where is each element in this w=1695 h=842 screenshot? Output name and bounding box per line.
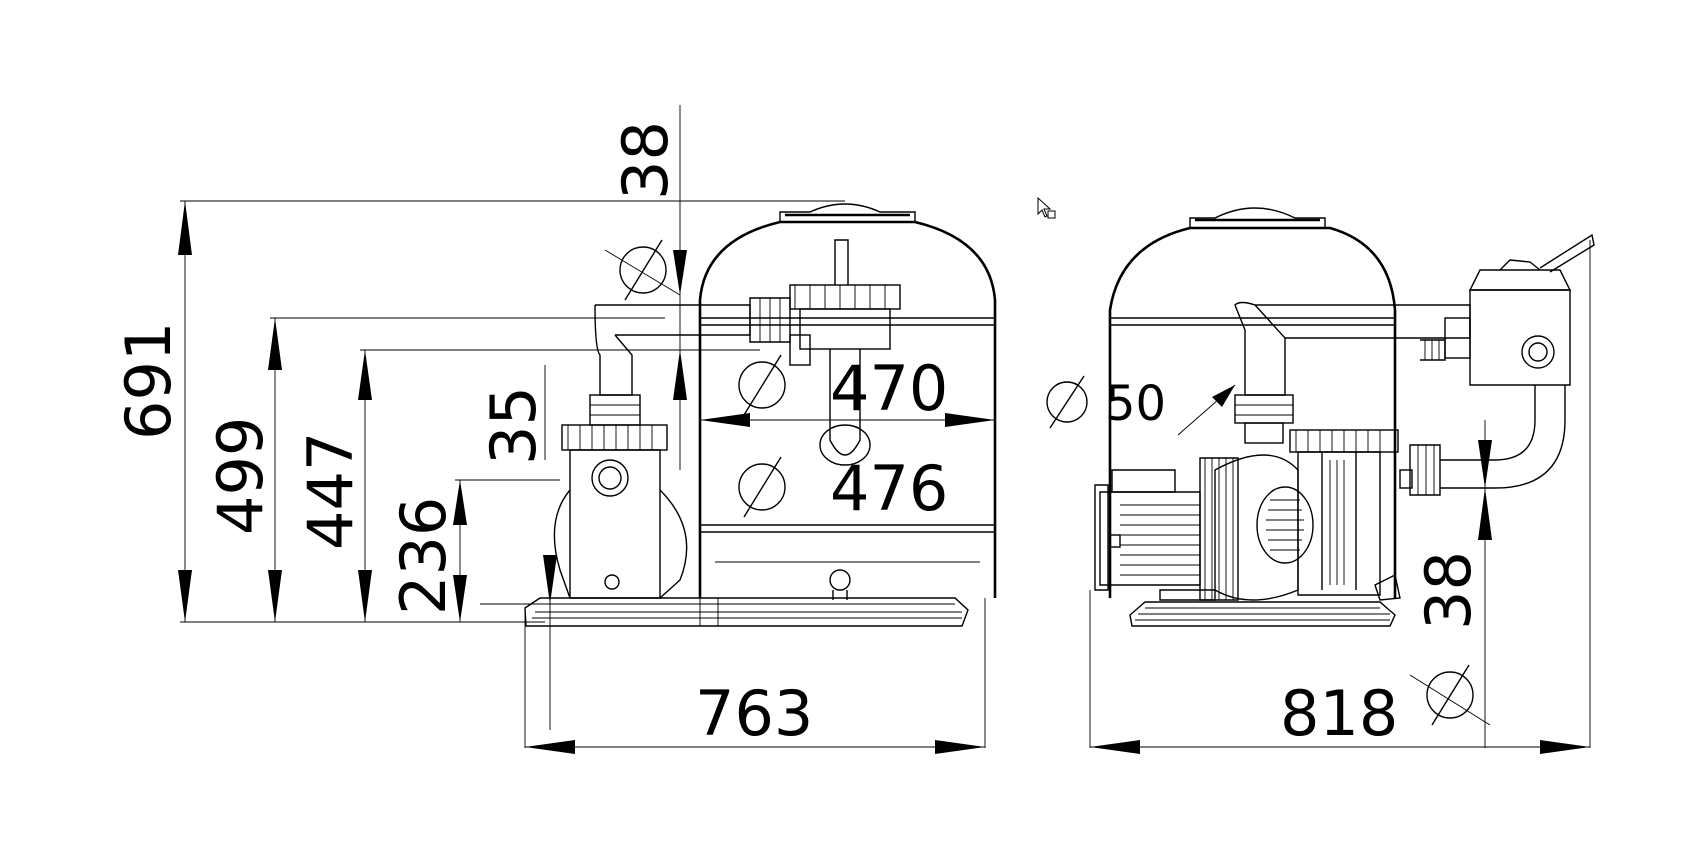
side-tank-lid bbox=[1189, 207, 1326, 228]
dim-tank-diameter-inner: 470 bbox=[830, 352, 948, 425]
dim-front-width: 763 bbox=[695, 677, 813, 750]
dim-tank-diameter-outer: 476 bbox=[830, 452, 948, 525]
diameter-symbol-476 bbox=[738, 456, 786, 518]
dimension-lines bbox=[180, 105, 1591, 748]
front-valve-head bbox=[789, 284, 901, 310]
front-connecting-pipe bbox=[595, 304, 751, 336]
dim-pipe-diameter-side: 50 bbox=[1105, 376, 1166, 432]
dim-pipe-height-lower: 447 bbox=[294, 432, 367, 550]
dim-side-pipe-diameter-bottom: 38 bbox=[1412, 551, 1485, 630]
dim-pump-offset: 35 bbox=[477, 386, 550, 465]
side-motor bbox=[1099, 491, 1201, 586]
diameter-symbol-50 bbox=[1046, 375, 1088, 429]
mouse-cursor-icon bbox=[1037, 196, 1056, 219]
dim-pipe-height-upper: 499 bbox=[204, 417, 277, 535]
side-base-plate bbox=[1129, 601, 1396, 627]
diameter-symbol-top bbox=[619, 239, 667, 301]
dim-top-pipe-diameter: 38 bbox=[609, 121, 682, 200]
front-view bbox=[524, 203, 997, 627]
diameter-symbol-470 bbox=[738, 354, 786, 416]
diameter-symbol-bottom bbox=[1426, 664, 1474, 726]
front-pump-lid bbox=[561, 424, 668, 451]
front-drain bbox=[829, 569, 851, 591]
dimension-arrows bbox=[178, 201, 1590, 754]
side-top-pipe bbox=[1255, 304, 1471, 339]
side-pump-body bbox=[1297, 451, 1381, 596]
dimension-labels: 691 499 447 236 35 38 470 476 763 818 bbox=[112, 121, 1485, 750]
front-tank-lid bbox=[779, 203, 916, 222]
dim-pump-inlet-height: 236 bbox=[387, 497, 460, 615]
side-view bbox=[1094, 207, 1595, 627]
dim-total-height: 691 bbox=[112, 322, 185, 440]
side-valve bbox=[1469, 289, 1571, 386]
front-base-plate bbox=[524, 597, 969, 627]
front-tank-body bbox=[698, 220, 997, 598]
dim-side-width: 818 bbox=[1280, 677, 1398, 750]
side-return-pipe bbox=[1440, 385, 1566, 489]
